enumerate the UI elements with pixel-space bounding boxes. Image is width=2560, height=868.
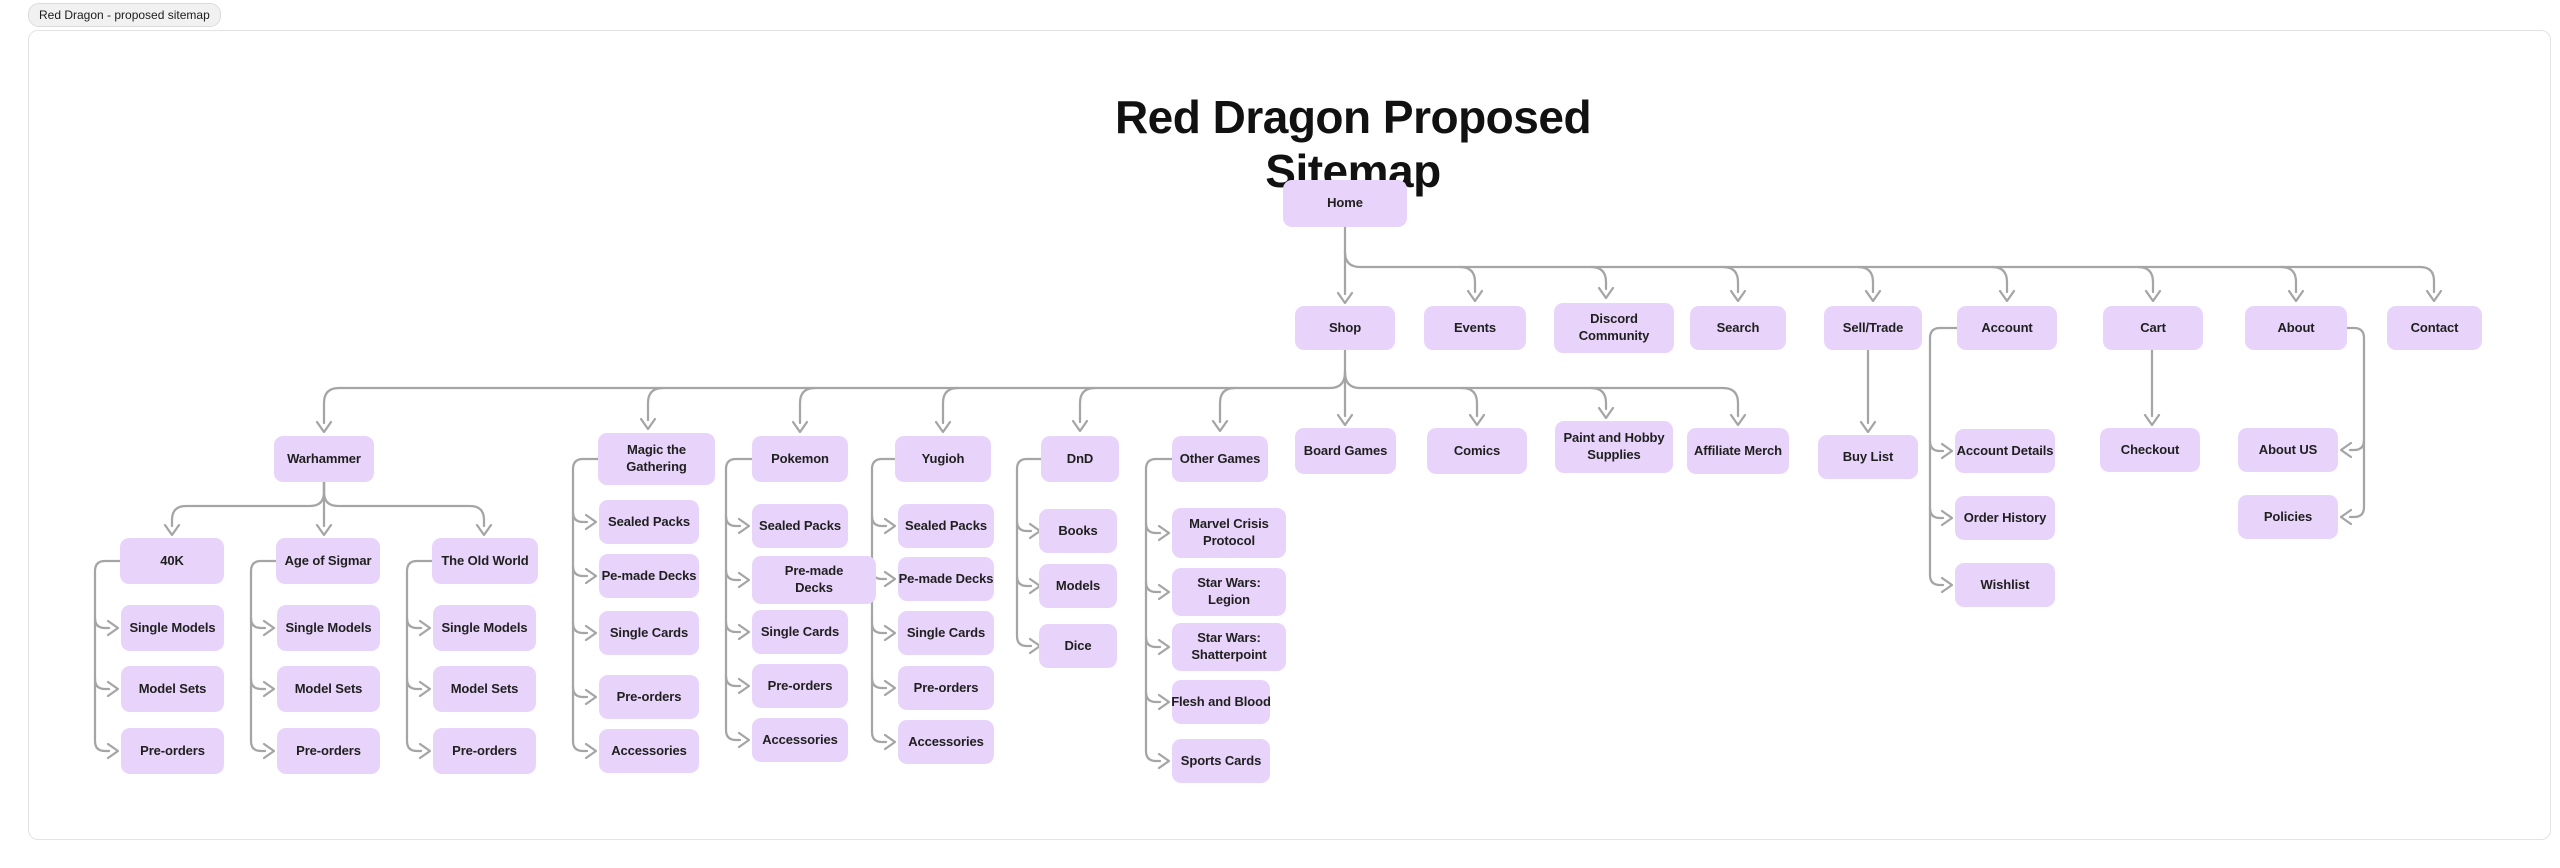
node-yg-pre-orders[interactable]: Pre-orders: [898, 666, 994, 710]
node-discord-community[interactable]: Discord Community: [1554, 303, 1674, 353]
node-yg-sealed-packs[interactable]: Sealed Packs: [898, 504, 994, 548]
node-pk-accessories[interactable]: Accessories: [752, 718, 848, 762]
node-yg-single-cards[interactable]: Single Cards: [898, 611, 994, 655]
node-yugioh[interactable]: Yugioh: [895, 436, 991, 482]
node-policies[interactable]: Policies: [2238, 495, 2338, 539]
node-ow-model-sets[interactable]: Model Sets: [433, 666, 536, 712]
node-magic-the-gathering[interactable]: Magic the Gathering: [598, 433, 715, 485]
node-40k-single-models[interactable]: Single Models: [121, 605, 224, 651]
node-other-games[interactable]: Other Games: [1172, 436, 1268, 482]
node-mtg-single-cards[interactable]: Single Cards: [599, 611, 699, 655]
node-account[interactable]: Account: [1957, 306, 2057, 350]
node-yg-accessories[interactable]: Accessories: [898, 720, 994, 764]
node-wishlist[interactable]: Wishlist: [1955, 563, 2055, 607]
node-ow-pre-orders[interactable]: Pre-orders: [433, 728, 536, 774]
node-order-history[interactable]: Order History: [1955, 496, 2055, 540]
node-aos-model-sets[interactable]: Model Sets: [277, 666, 380, 712]
node-og-star-wars-shatterpoint[interactable]: Star Wars: Shatterpoint: [1172, 623, 1286, 671]
node-checkout[interactable]: Checkout: [2100, 428, 2200, 472]
node-mtg-pemade-decks[interactable]: Pe-made Decks: [599, 554, 699, 598]
node-contact[interactable]: Contact: [2387, 306, 2482, 350]
node-cart[interactable]: Cart: [2103, 306, 2203, 350]
node-board-games[interactable]: Board Games: [1295, 428, 1396, 474]
node-dnd-dice[interactable]: Dice: [1039, 624, 1117, 668]
node-aos-single-models[interactable]: Single Models: [277, 605, 380, 651]
node-dnd-books[interactable]: Books: [1039, 509, 1117, 553]
node-40k-model-sets[interactable]: Model Sets: [121, 666, 224, 712]
node-dnd-models[interactable]: Models: [1039, 564, 1117, 608]
node-shop[interactable]: Shop: [1295, 306, 1395, 350]
node-about[interactable]: About: [2245, 306, 2347, 350]
node-search[interactable]: Search: [1690, 306, 1786, 350]
node-sell-trade[interactable]: Sell/Trade: [1824, 306, 1922, 350]
node-og-star-wars-legion[interactable]: Star Wars: Legion: [1172, 568, 1286, 616]
node-paint-hobby-supplies[interactable]: Paint and Hobby Supplies: [1555, 421, 1673, 473]
frame-title-tab[interactable]: Red Dragon - proposed sitemap: [28, 3, 221, 27]
node-pk-premade-decks[interactable]: Pre-made Decks: [752, 556, 876, 604]
node-comics[interactable]: Comics: [1427, 428, 1527, 474]
node-aos-pre-orders[interactable]: Pre-orders: [277, 728, 380, 774]
page-title: Red Dragon Proposed Sitemap: [1114, 91, 1592, 197]
node-pk-pre-orders[interactable]: Pre-orders: [752, 664, 848, 708]
node-mtg-accessories[interactable]: Accessories: [599, 729, 699, 773]
node-affiliate-merch[interactable]: Affiliate Merch: [1687, 428, 1789, 474]
node-og-marvel-crisis-protocol[interactable]: Marvel Crisis Protocol: [1172, 508, 1286, 558]
node-age-of-sigmar[interactable]: Age of Sigmar: [276, 538, 380, 584]
node-mtg-sealed-packs[interactable]: Sealed Packs: [599, 500, 699, 544]
node-40k-pre-orders[interactable]: Pre-orders: [121, 728, 224, 774]
node-home[interactable]: Home: [1283, 180, 1407, 227]
node-about-us[interactable]: About US: [2238, 428, 2338, 472]
node-buy-list[interactable]: Buy List: [1818, 435, 1918, 479]
node-dnd[interactable]: DnD: [1041, 436, 1119, 482]
node-og-sports-cards[interactable]: Sports Cards: [1172, 739, 1270, 783]
node-mtg-pre-orders[interactable]: Pre-orders: [599, 675, 699, 719]
node-warhammer[interactable]: Warhammer: [274, 436, 374, 482]
node-pk-single-cards[interactable]: Single Cards: [752, 610, 848, 654]
node-yg-pemade-decks[interactable]: Pe-made Decks: [898, 557, 994, 601]
node-og-flesh-and-blood[interactable]: Flesh and Blood: [1171, 680, 1271, 724]
node-ow-single-models[interactable]: Single Models: [433, 605, 536, 651]
node-pokemon[interactable]: Pokemon: [752, 436, 848, 482]
node-the-old-world[interactable]: The Old World: [432, 538, 538, 584]
node-account-details[interactable]: Account Details: [1955, 429, 2055, 473]
node-pk-sealed-packs[interactable]: Sealed Packs: [752, 504, 848, 548]
node-events[interactable]: Events: [1424, 306, 1526, 350]
node-40k[interactable]: 40K: [120, 538, 224, 584]
